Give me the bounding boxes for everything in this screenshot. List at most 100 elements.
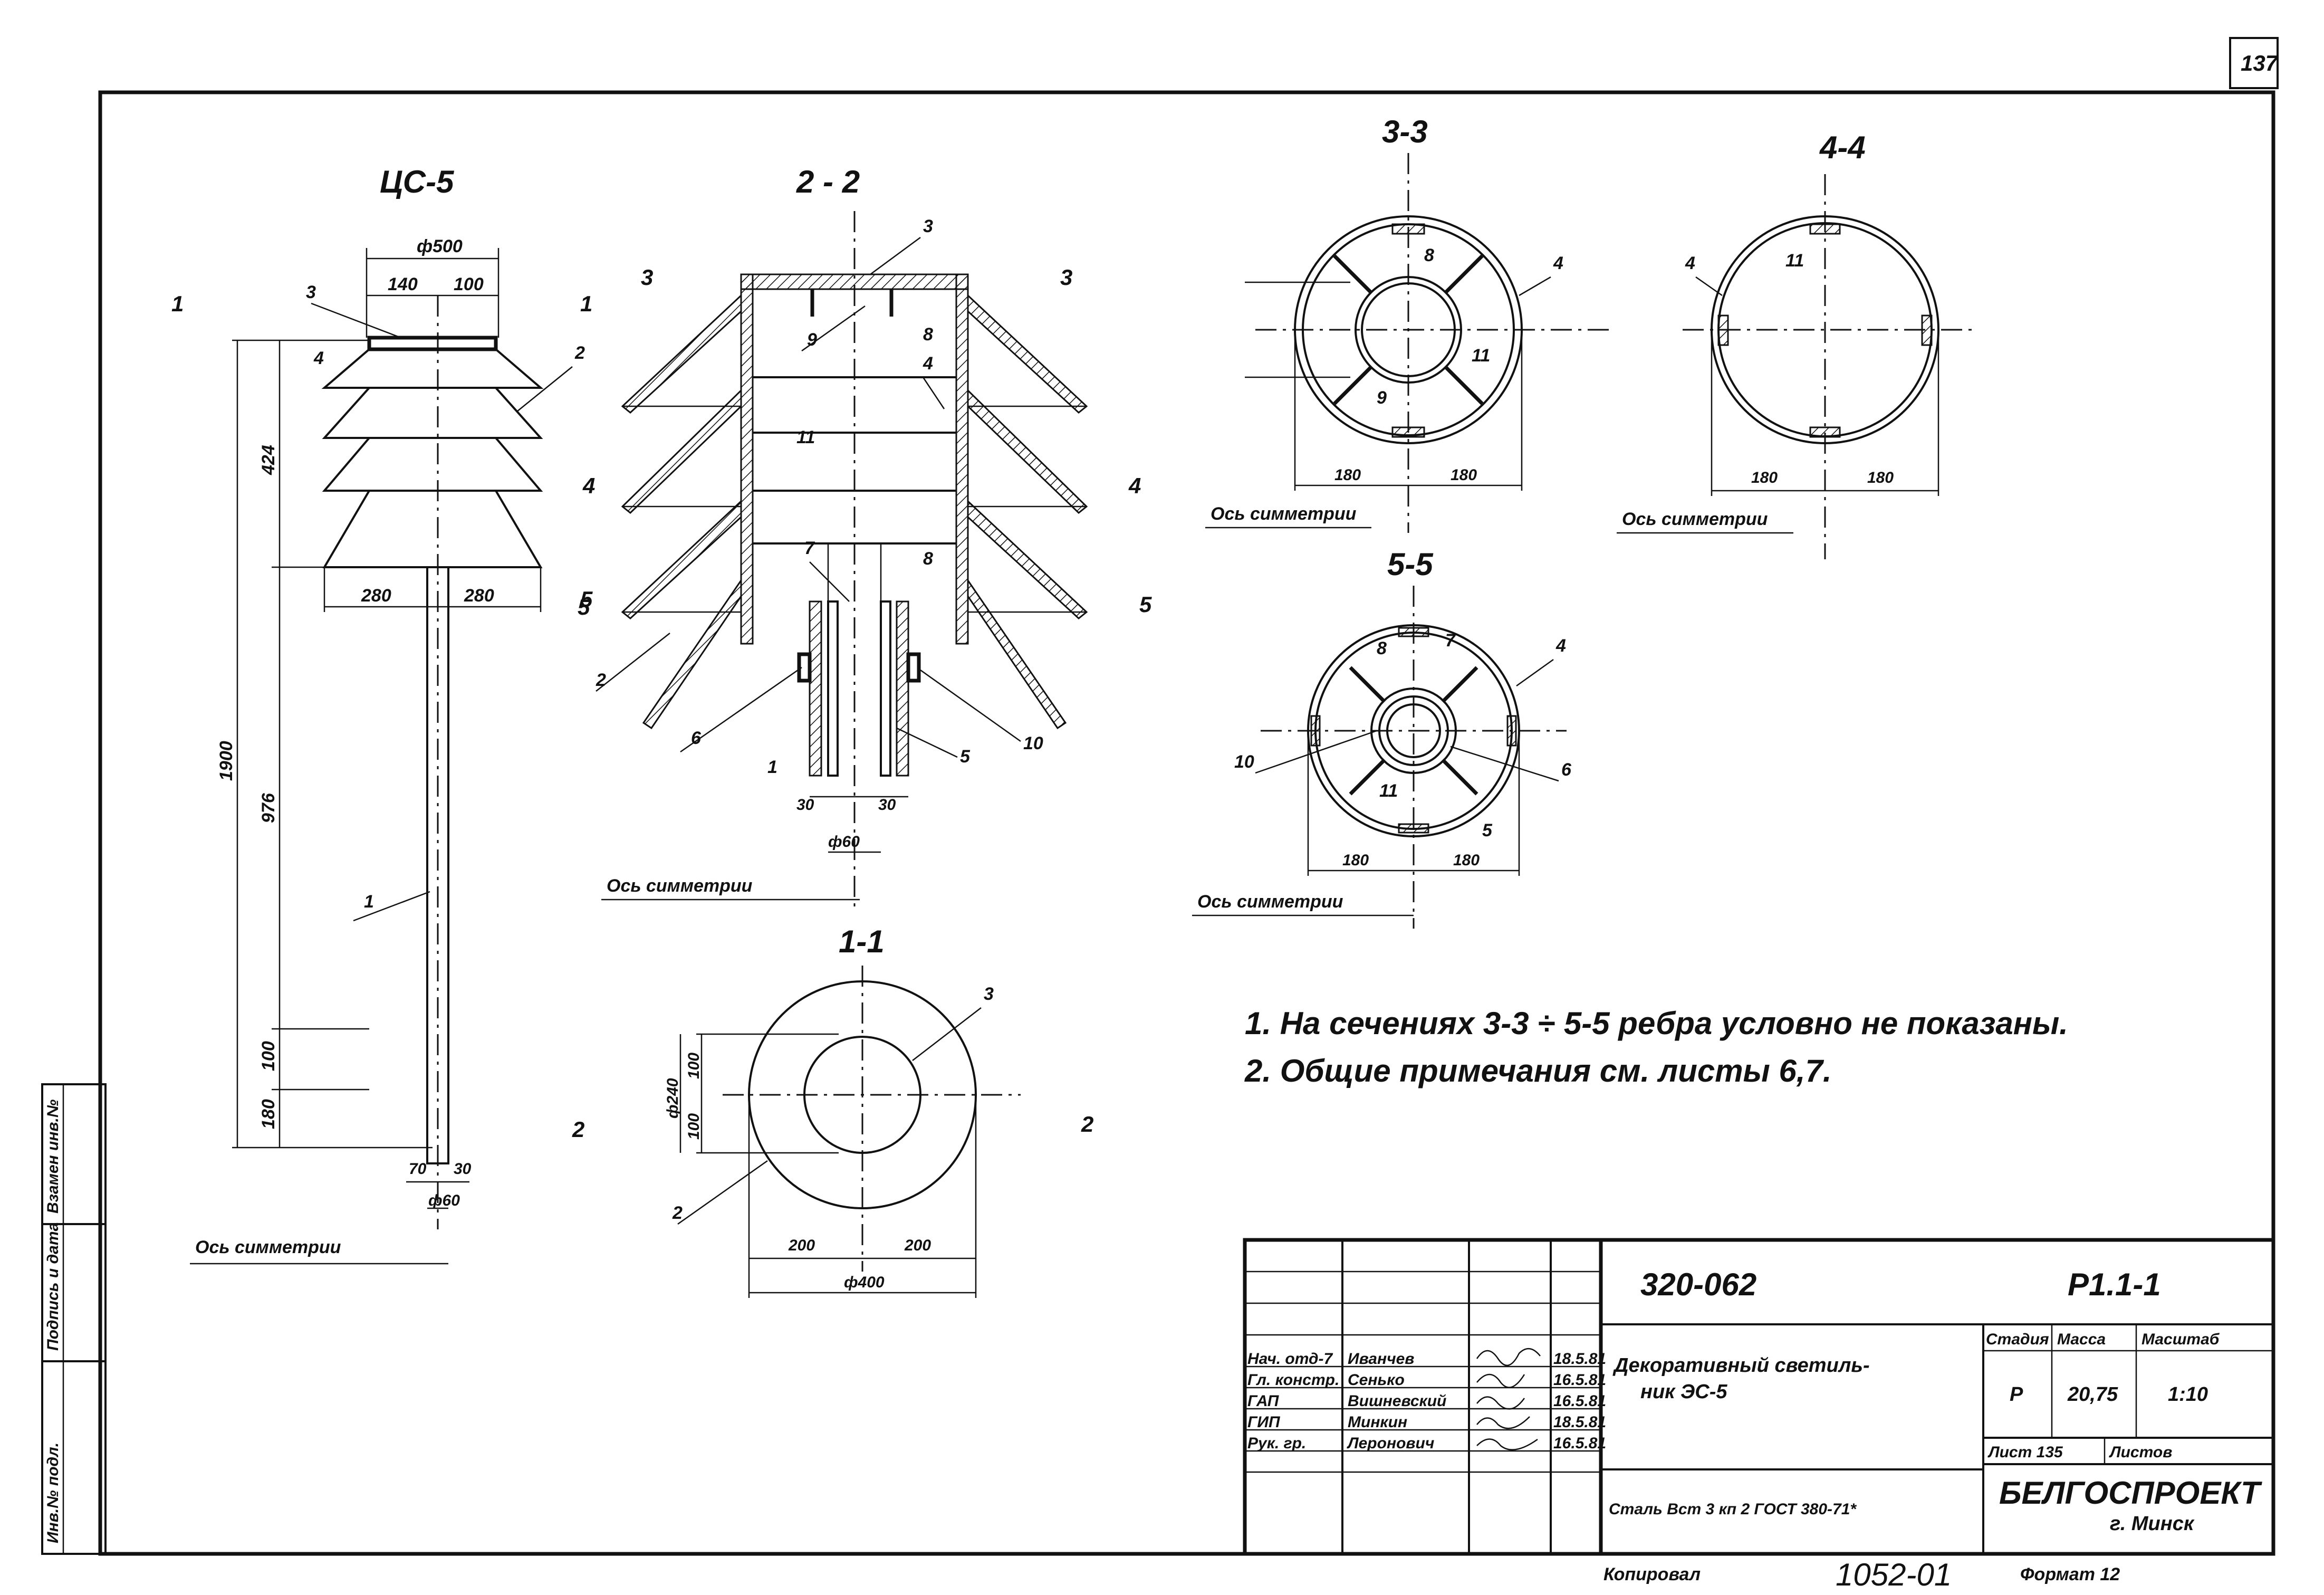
dim-h1900: 1900 (216, 741, 236, 781)
dim-h100: 100 (258, 1041, 279, 1071)
s1-dim-200b: 200 (904, 1237, 931, 1254)
s2-callout-1: 1 (767, 757, 777, 777)
s2-cut-3-right: 3 (1060, 265, 1072, 290)
s4-callout-4: 4 (1685, 253, 1695, 273)
dim-w70: 70 (409, 1160, 427, 1178)
note-1: 1. На сечениях 3-3 ÷ 5-5 ребра условно н… (1245, 1006, 2068, 1041)
s4-dim-180a: 180 (1751, 469, 1778, 486)
s5-callout-6: 6 (1561, 760, 1572, 780)
dim-h180: 180 (258, 1099, 279, 1129)
s5-callout-11: 11 (1379, 781, 1398, 801)
facade-cut-1-left: 1 (171, 291, 184, 316)
s5-dim-180a: 180 (1342, 852, 1369, 869)
facade-title: ЦС-5 (380, 164, 455, 199)
s2-callout-7: 7 (804, 538, 815, 558)
dim-w30: 30 (454, 1160, 472, 1178)
scale-header: Масштаб (2141, 1331, 2220, 1348)
s3-dim-180a: 180 (1334, 466, 1361, 484)
title-line1: Декоративный светиль- (1612, 1354, 1870, 1377)
dim-140: 140 (388, 274, 418, 294)
section-1-1: 1-1 ф240 100 100 200 200 ф400 2 2 3 2 (572, 924, 1093, 1298)
s3-callout-4: 4 (1553, 253, 1563, 273)
staff-date-5: 16.5.81 (1553, 1435, 1606, 1452)
scale-value: 1:10 (2168, 1383, 2208, 1406)
side-stamp: Взамен инв.№ Подпись и дата Инв.№ подл. (41, 1083, 107, 1555)
staff-role-4: ГИП (1247, 1413, 1281, 1431)
s3-callout-11: 11 (1472, 346, 1490, 366)
s4-callout-11: 11 (1785, 251, 1804, 271)
title-code: 320-062 (1640, 1267, 1756, 1302)
mass-value: 20,75 (2067, 1383, 2118, 1406)
dim-280a: 280 (361, 586, 391, 606)
s2-callout-10: 10 (1023, 733, 1043, 753)
side-stamp-col3: Взамен инв.№ (44, 1100, 62, 1214)
s5-axis-label: Ось симметрии (1197, 892, 1343, 912)
section-3-3: 3-3 180 180 Ось симметрии 8 4 11 9 (1205, 114, 1609, 533)
section-5-title: 5-5 (1387, 547, 1434, 582)
s3-callout-8: 8 (1424, 245, 1434, 265)
s2-cut-4-left: 4 (582, 473, 595, 498)
section-2-title: 2 - 2 (796, 164, 860, 199)
staff-date-4: 18.5.81 (1553, 1413, 1606, 1431)
s2-dim-30b: 30 (878, 796, 896, 814)
staff-name-4: Минкин (1348, 1413, 1407, 1431)
facade-view: ЦС-5 ф500 140 100 280 280 424 19 (171, 164, 593, 1265)
title-line2: ник ЭС-5 (1640, 1381, 1727, 1403)
stage-value: Р (2010, 1383, 2023, 1406)
section-4-title: 4-4 (1819, 130, 1866, 165)
section-3-title: 3-3 (1382, 114, 1428, 149)
s5-callout-5: 5 (1482, 820, 1493, 841)
staff-date-1: 18.5.81 (1553, 1350, 1606, 1368)
s2-axis-label: Ось симметрии (607, 876, 753, 896)
facade-callout-1: 1 (364, 892, 374, 912)
s2-callout-3: 3 (923, 216, 933, 236)
facade-cut-1-right: 1 (580, 291, 592, 316)
s3-dim-180b: 180 (1451, 466, 1477, 484)
title-material: Сталь Вст 3 кп 2 ГОСТ 380-71* (1609, 1501, 1857, 1518)
s1-dim-d240: ф240 (664, 1078, 681, 1119)
s1-dim-100a: 100 (685, 1053, 703, 1079)
dim-280b: 280 (464, 586, 494, 606)
s5-callout-4: 4 (1555, 636, 1566, 656)
footer-doc-no: 1052-01 (1836, 1557, 1952, 1592)
sheets-label: Листов (2109, 1444, 2172, 1461)
s1-cut-2-right: 2 (1081, 1112, 1093, 1136)
facade-callout-4: 4 (313, 348, 324, 368)
s1-dim-100b: 100 (685, 1113, 703, 1140)
org-name: БЕЛГОСПРОЕКТ (1999, 1475, 2262, 1511)
s2-dim-30a: 30 (796, 796, 814, 814)
s2-cut-4-right: 4 (1128, 473, 1141, 498)
s2-callout-8-low: 8 (923, 549, 933, 569)
dim-100: 100 (454, 274, 484, 294)
staff-name-3: Вишневский (1348, 1392, 1446, 1410)
s1-dim-200a: 200 (788, 1237, 815, 1254)
facade-callout-2: 2 (574, 343, 585, 363)
facade-cut-5: 5 (580, 587, 593, 612)
s3-axis-label: Ось симметрии (1211, 504, 1357, 524)
s3-callout-9: 9 (1377, 388, 1387, 408)
footer-copied: Копировал (1603, 1564, 1701, 1584)
s5-callout-8: 8 (1377, 638, 1387, 658)
side-stamp-col2: Подпись и дата (44, 1222, 62, 1351)
s5-callout-7: 7 (1445, 631, 1456, 651)
section-4-4: 4-4 180 180 Ось симметрии 4 11 (1617, 130, 1973, 559)
title-sheet-ref: Р1.1-1 (2068, 1267, 2161, 1302)
s5-dim-180b: 180 (1453, 852, 1480, 869)
s2-cut-5-right: 5 (1139, 592, 1152, 617)
s2-cut-5-left: 5 (578, 595, 590, 619)
s2-callout-4: 4 (923, 354, 933, 374)
staff-role-1: Нач. отд-7 (1247, 1350, 1333, 1368)
s1-cut-2-left: 2 (572, 1117, 584, 1142)
staff-name-5: Леронович (1347, 1435, 1434, 1452)
dim-d500: ф500 (417, 236, 463, 256)
mass-header: Масса (2057, 1331, 2106, 1348)
sheet-number-box (2229, 37, 2279, 89)
s2-callout-5: 5 (960, 747, 971, 767)
org-city: г. Минск (2110, 1513, 2195, 1535)
dim-h976: 976 (258, 792, 279, 823)
note-2: 2. Общие примечания см. листы 6,7. (1244, 1053, 1832, 1088)
s4-dim-180b: 180 (1867, 469, 1894, 486)
s1-callout-2: 2 (672, 1203, 683, 1223)
s1-dim-d400: ф400 (844, 1274, 885, 1291)
